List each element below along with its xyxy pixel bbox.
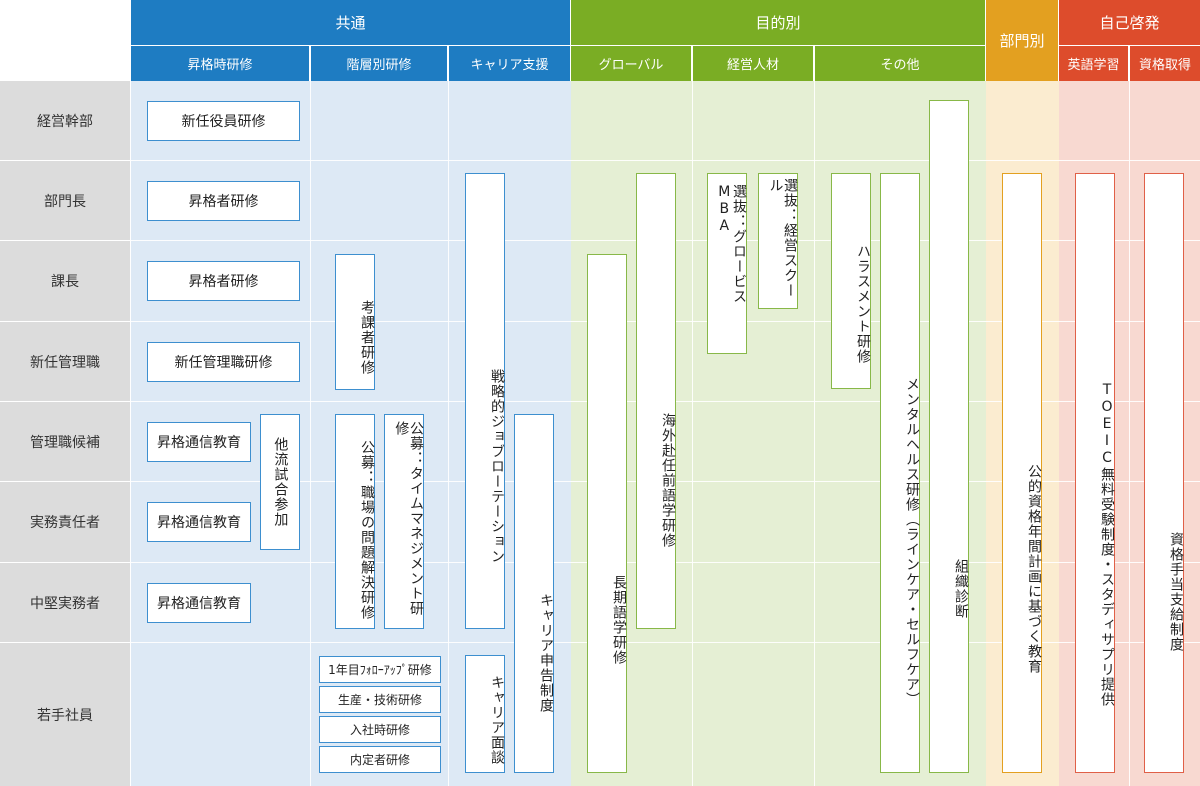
corner-blank — [0, 0, 131, 81]
subheader-global: グローバル — [571, 46, 691, 81]
harassment-training-box: ハラスメント研修 — [831, 173, 871, 389]
problem-solving-training-box: 公募：職場の問題解決研修 — [335, 414, 375, 629]
col-divider — [814, 81, 815, 786]
row-label-manager-candidate: 管理職候補 — [0, 402, 130, 482]
row-label-young-staff: 若手社員 — [0, 643, 130, 786]
col-divider — [692, 81, 693, 786]
col-divider — [448, 81, 449, 786]
row-divider — [131, 642, 1200, 643]
evaluator-training-box: 考課者研修 — [335, 254, 375, 390]
onboarding-training-box: 入社時研修 — [319, 716, 441, 743]
row-label-practice-lead: 実務責任者 — [0, 482, 130, 563]
col-divider — [310, 81, 311, 786]
subheader-other: その他 — [815, 46, 985, 81]
career-report-box: キャリア申告制度 — [514, 414, 554, 773]
long-term-language-box: 長期語学研修 — [587, 254, 627, 773]
header-purpose: 目的別 — [571, 0, 985, 45]
new-manager-training-box: 新任管理職研修 — [147, 342, 300, 382]
row-label-mid-level: 中堅実務者 — [0, 563, 130, 643]
correspondence-course-box: 昇格通信教育 — [147, 422, 251, 462]
subheader-tiered: 階層別研修 — [311, 46, 447, 81]
subheader-qualification: 資格取得 — [1130, 46, 1200, 81]
pre-assignment-language-box: 海外赴任前語学研修 — [636, 173, 676, 629]
row-label-executive: 経営幹部 — [0, 81, 130, 161]
row-divider — [131, 160, 1200, 161]
prehire-training-box: 内定者研修 — [319, 746, 441, 773]
subheader-english: 英語学習 — [1059, 46, 1128, 81]
col-divider — [1129, 81, 1130, 786]
header-department: 部門別 — [986, 0, 1058, 81]
first-year-followup-box: 1年目ﾌｫﾛｰｱｯﾌﾟ研修 — [319, 656, 441, 683]
organization-diagnosis-box: 組織診断 — [929, 100, 969, 773]
correspondence-course-box: 昇格通信教育 — [147, 502, 251, 542]
globis-mba-box: 選抜：グロービスMBA — [707, 173, 747, 354]
qualification-allowance-box: 資格手当支給制度 — [1144, 173, 1184, 773]
correspondence-course-box: 昇格通信教育 — [147, 583, 251, 623]
subheader-promotion: 昇格時研修 — [131, 46, 309, 81]
row-label-section-chief: 課長 — [0, 241, 130, 322]
promotion-training-section-box: 昇格者研修 — [147, 261, 300, 301]
row-label-department-head: 部門長 — [0, 161, 130, 241]
subheader-career: キャリア支援 — [449, 46, 570, 81]
external-match-box: 他流試合参加 — [260, 414, 300, 550]
department-plan-box: 公的資格年間計画に基づく教育 — [1002, 173, 1042, 773]
career-interview-box: キャリア面談 — [465, 655, 505, 773]
new-officer-training-box: 新任役員研修 — [147, 101, 300, 141]
time-management-training-box: 公募：タイムマネジメント研修 — [384, 414, 424, 629]
job-rotation-box: 戦略的ジョブローテーション — [465, 173, 505, 629]
header-selfdev: 自己啓発 — [1059, 0, 1200, 45]
production-tech-training-box: 生産・技術研修 — [319, 686, 441, 713]
promotion-training-dept-box: 昇格者研修 — [147, 181, 300, 221]
header-common: 共通 — [131, 0, 570, 45]
management-school-box: 選抜：経営スクール — [758, 173, 798, 309]
mental-health-training-box: メンタルヘルス研修（ラインケア・セルフケア） — [880, 173, 920, 773]
toeic-program-box: TOEIC無料受験制度・スタディサプリ提供 — [1075, 173, 1115, 773]
row-label-new-manager: 新任管理職 — [0, 322, 130, 402]
subheader-management: 経営人材 — [693, 46, 813, 81]
